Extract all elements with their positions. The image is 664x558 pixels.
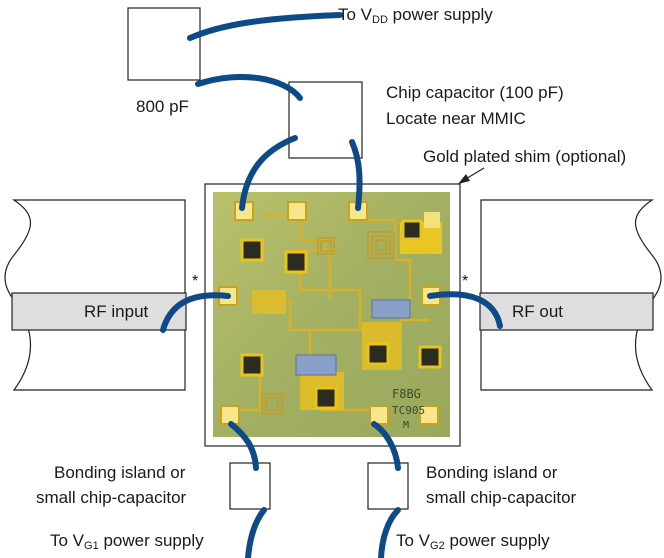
wire-vdd bbox=[187, 12, 343, 41]
vdd-suffix: power supply bbox=[387, 5, 493, 24]
asterisk-right: * bbox=[462, 273, 468, 290]
vdd-prefix: To V bbox=[338, 5, 373, 24]
wire-vg1-supply bbox=[245, 507, 267, 558]
rf-input-label: RF input bbox=[84, 302, 149, 321]
vg1-supply-label: To VG1 power supply bbox=[50, 530, 204, 553]
wire-vg2-supply bbox=[378, 507, 401, 558]
vg1-subscript: G1 bbox=[84, 540, 99, 552]
wire-vg1-island bbox=[228, 421, 259, 471]
wire-rf-out bbox=[427, 291, 503, 329]
vg2-subscript: G2 bbox=[430, 540, 445, 552]
chip-capacitor-label-line2: Locate near MMIC bbox=[386, 109, 526, 128]
rf-input-line bbox=[4, 199, 187, 391]
chip-marking-2: TC905 bbox=[392, 404, 425, 417]
shim-pointer-arrow bbox=[458, 167, 485, 184]
rf-out-label: RF out bbox=[512, 302, 564, 321]
wire-rf-in bbox=[160, 292, 231, 333]
vdd-subscript: DD bbox=[372, 14, 388, 26]
vg1-prefix: To V bbox=[50, 531, 85, 550]
vg2-suffix: power supply bbox=[444, 531, 550, 550]
vg2-prefix: To V bbox=[396, 531, 431, 550]
chip-marking-3: M bbox=[403, 420, 409, 431]
wire-vg2-island bbox=[371, 421, 401, 471]
vg2-supply-label: To VG2 power supply bbox=[396, 530, 550, 553]
mmic-chip: F8BG TC905 M bbox=[213, 192, 450, 437]
chip-marking-1: F8BG bbox=[392, 387, 421, 401]
bonding-island-left bbox=[229, 462, 271, 510]
gold-shim-label: Gold plated shim (optional) bbox=[423, 147, 627, 166]
bonding-island-left-line2: small chip-capacitor bbox=[36, 488, 187, 507]
wire-chipcap-to-pad1 bbox=[239, 135, 298, 211]
bond-wires bbox=[160, 12, 503, 558]
rf-output-line bbox=[479, 199, 662, 391]
wire-800-to-chipcap bbox=[195, 73, 303, 101]
wire-chipcap-to-pad2 bbox=[349, 139, 363, 211]
bonding-island-right bbox=[367, 462, 409, 510]
capacitor-800pf-label: 800 pF bbox=[136, 97, 189, 116]
bonding-island-right-line2: small chip-capacitor bbox=[426, 488, 577, 507]
vdd-supply-label: To VDD power supply bbox=[338, 4, 493, 27]
vg1-suffix: power supply bbox=[98, 531, 204, 550]
bonding-island-left-line1: Bonding island or bbox=[54, 463, 186, 482]
asterisk-left: * bbox=[192, 273, 198, 290]
capacitor-800pf bbox=[127, 7, 201, 81]
chip-capacitor-label-line1: Chip capacitor (100 pF) bbox=[386, 83, 564, 102]
bonding-island-right-line1: Bonding island or bbox=[426, 463, 558, 482]
